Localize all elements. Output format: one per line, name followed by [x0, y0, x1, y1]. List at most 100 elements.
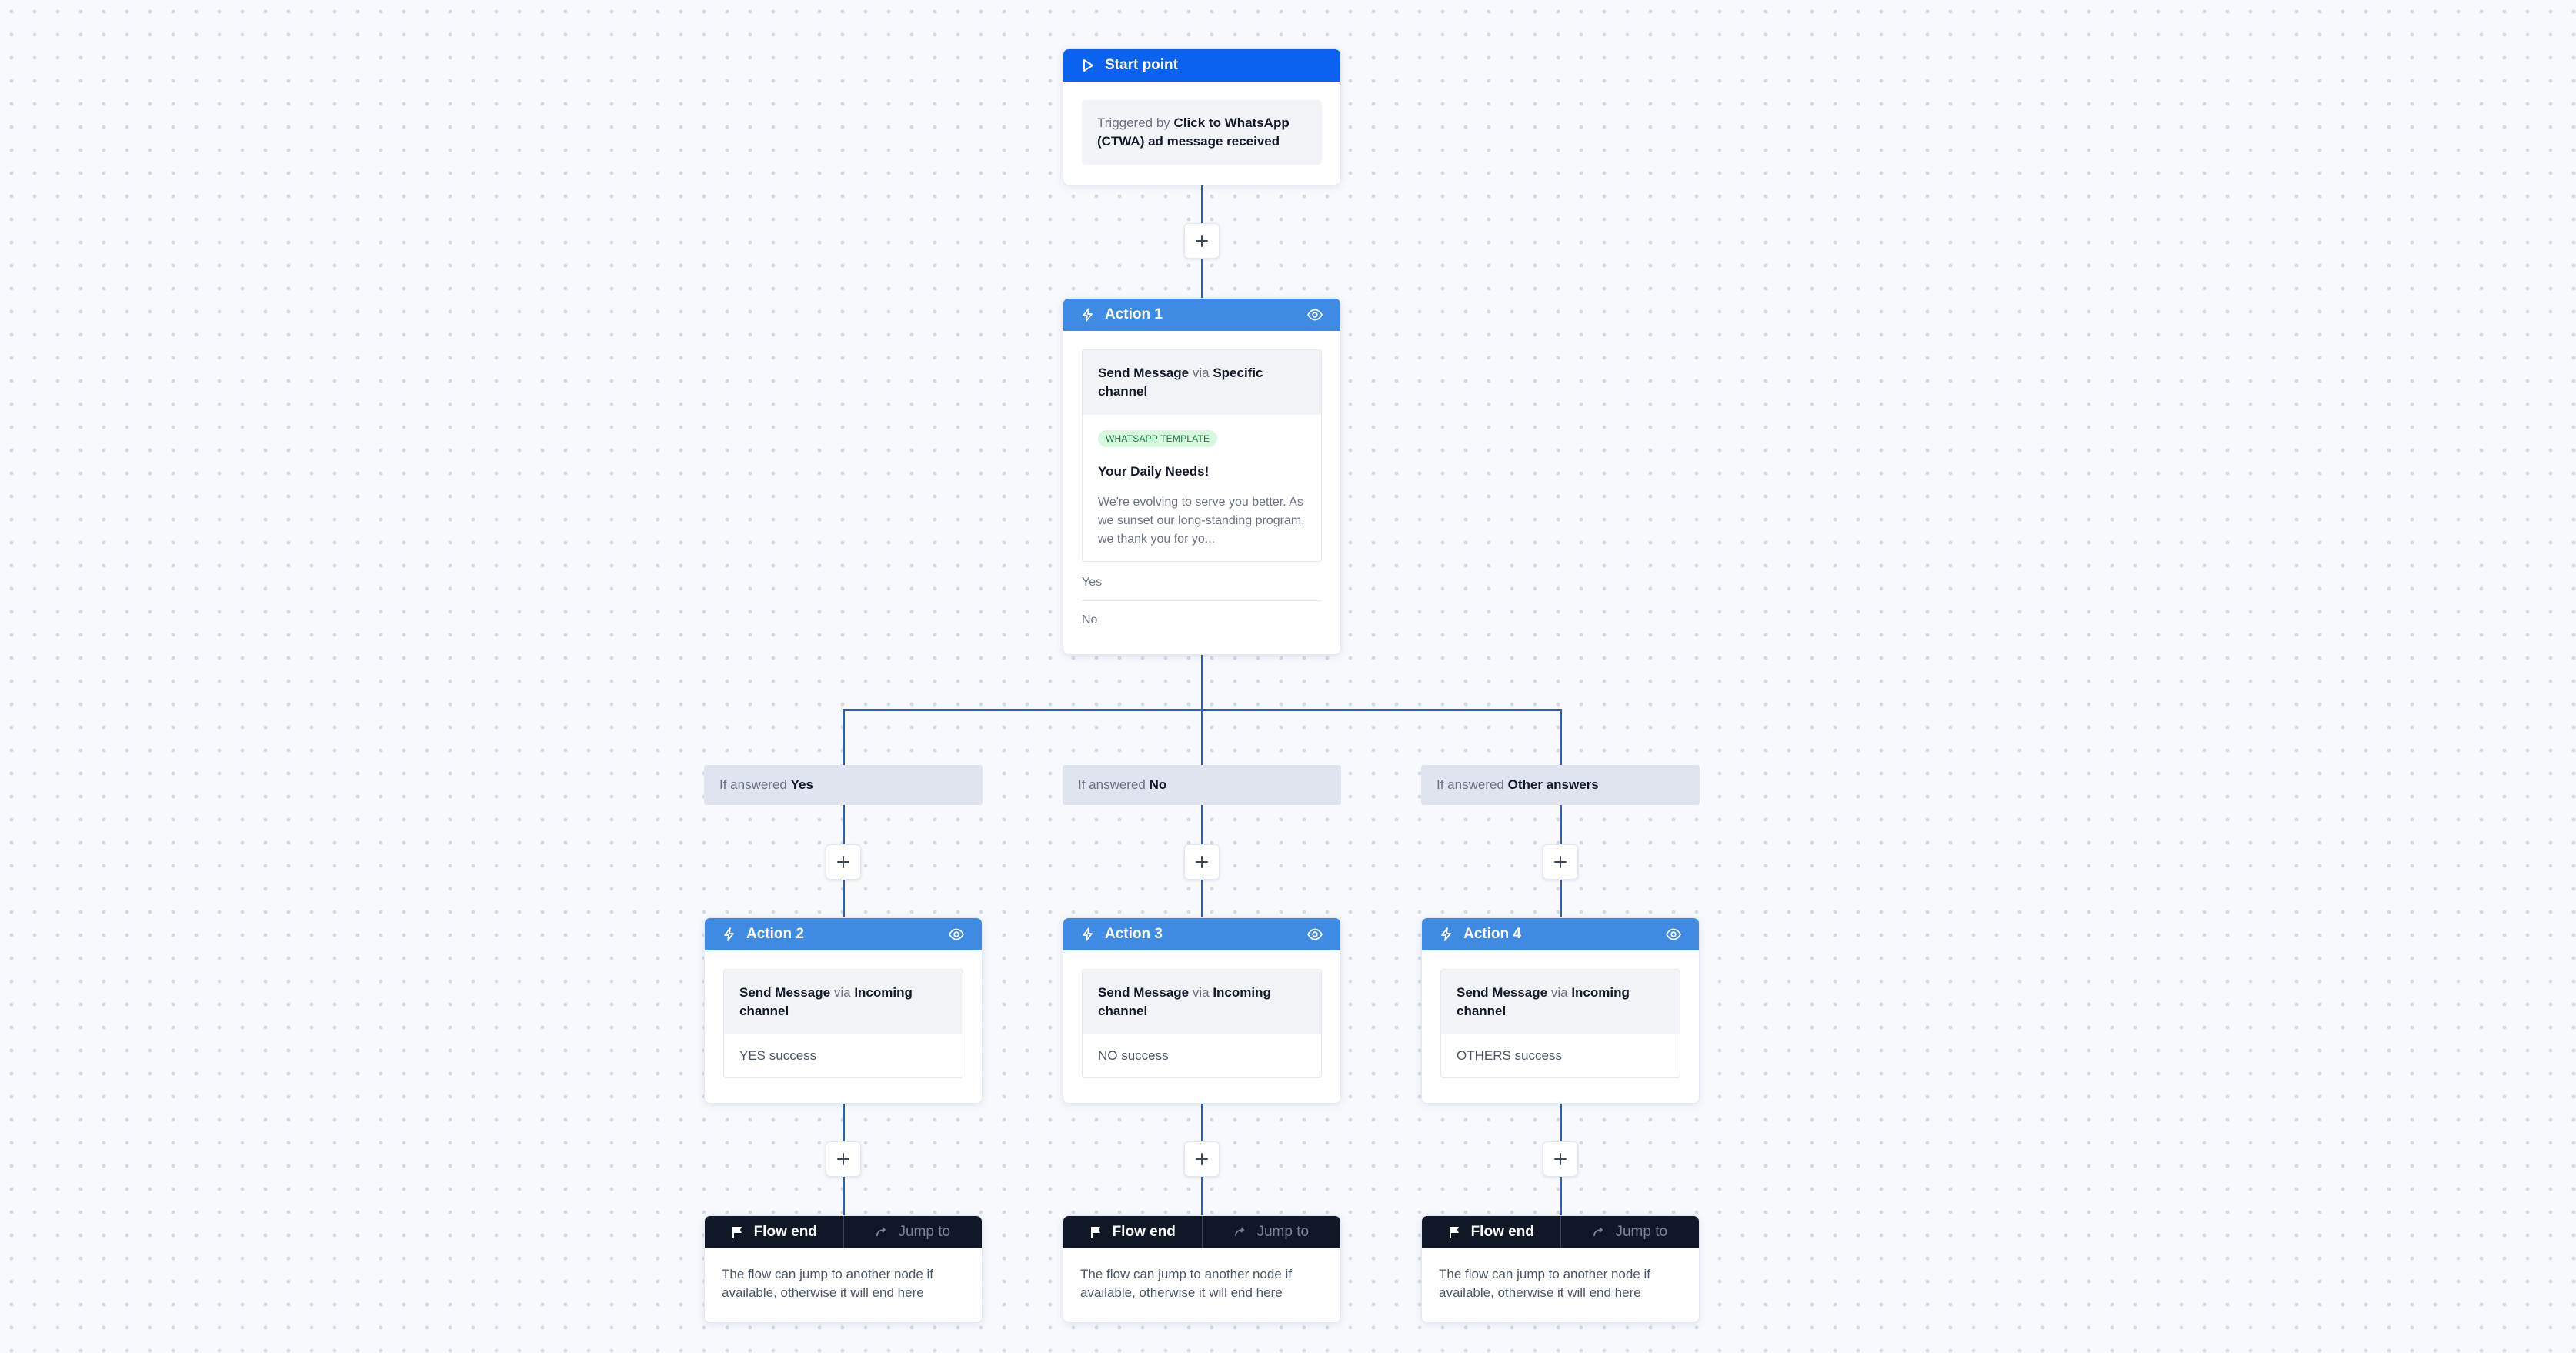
connector-branch-2	[1201, 709, 1203, 918]
jump-to-tab[interactable]: Jump to	[843, 1216, 983, 1248]
plus-icon	[1196, 235, 1208, 247]
flow-end-tab[interactable]: Flow end	[705, 1216, 843, 1248]
flow-end-description: The flow can jump to another node if ava…	[1080, 1267, 1292, 1300]
send-channel-label: Incoming channel	[1457, 985, 1630, 1018]
flow-end-header: Flow end Jump to	[705, 1216, 982, 1248]
jump-to-tab[interactable]: Jump to	[1201, 1216, 1341, 1248]
send-channel-label: Specific channel	[1098, 366, 1263, 399]
action-1-node[interactable]: Action 1 Send Message via Specific chann…	[1063, 298, 1341, 655]
start-point-title: Start point	[1105, 57, 1178, 73]
action-2-header: Action 2	[705, 918, 982, 950]
send-message-summary: Send Message via Incoming channel	[1083, 970, 1321, 1034]
action-2-title: Action 2	[746, 926, 804, 942]
template-body: We're evolving to serve you better. As w…	[1098, 496, 1305, 546]
flow-end-description: The flow can jump to another node if ava…	[1439, 1267, 1650, 1300]
message-text: NO success	[1098, 1048, 1169, 1063]
send-message-summary: Send Message via Incoming channel	[1441, 970, 1680, 1034]
condition-prefix: If answered	[1436, 777, 1504, 792]
whatsapp-template-badge: WHATSAPP TEMPLATE	[1098, 430, 1218, 447]
action-3-header: Action 3	[1063, 918, 1340, 950]
flow-end-tab[interactable]: Flow end	[1422, 1216, 1560, 1248]
action-1-header: Action 1	[1063, 299, 1340, 331]
condition-other[interactable]: If answered Other answers	[1421, 765, 1700, 805]
plus-icon	[837, 1153, 849, 1165]
start-point-node[interactable]: Start point Triggered by Click to WhatsA…	[1063, 48, 1341, 185]
condition-prefix: If answered	[719, 777, 787, 792]
jump-to-label: Jump to	[1256, 1224, 1310, 1240]
flow-end-label: Flow end	[1112, 1224, 1176, 1240]
condition-value: Other answers	[1507, 777, 1599, 792]
connector-action1-branch	[1201, 654, 1203, 711]
condition-prefix: If answered	[1078, 777, 1146, 792]
eye-icon[interactable]	[1306, 306, 1323, 323]
start-point-header: Start point	[1063, 49, 1340, 82]
connector-branch-1	[843, 709, 845, 918]
trigger-box: Triggered by Click to WhatsApp (CTWA) ad…	[1082, 100, 1322, 165]
lightning-icon	[722, 927, 737, 942]
flow-end-node[interactable]: Flow end Jump to The flow can jump to an…	[704, 1215, 983, 1323]
trigger-prefix: Triggered by	[1097, 115, 1170, 130]
add-step-button[interactable]	[1184, 844, 1220, 880]
send-channel-label: Incoming channel	[739, 985, 913, 1018]
jump-to-label: Jump to	[1615, 1224, 1668, 1240]
message-preview: Send Message via Specific channel WHATSA…	[1082, 349, 1322, 562]
jump-arrow-icon	[876, 1227, 886, 1237]
message-text: YES success	[739, 1048, 817, 1063]
add-step-button[interactable]	[1184, 1141, 1220, 1177]
jump-to-tab[interactable]: Jump to	[1560, 1216, 1700, 1248]
jump-arrow-icon	[1235, 1227, 1245, 1237]
flag-icon	[1090, 1227, 1100, 1238]
action-4-title: Action 4	[1463, 926, 1521, 942]
lightning-icon	[1439, 927, 1454, 942]
flow-end-node[interactable]: Flow end Jump to The flow can jump to an…	[1421, 1215, 1700, 1323]
option-no[interactable]: No	[1082, 613, 1098, 626]
send-via-label: via	[1192, 366, 1210, 380]
flow-end-tab[interactable]: Flow end	[1063, 1216, 1202, 1248]
flow-end-header: Flow end Jump to	[1063, 1216, 1340, 1248]
flag-icon	[1449, 1227, 1459, 1238]
option-yes[interactable]: Yes	[1082, 562, 1322, 601]
flow-end-label: Flow end	[753, 1224, 817, 1240]
send-message-label: Send Message	[1098, 366, 1190, 380]
send-via-label: via	[833, 985, 851, 1000]
plus-icon	[1554, 856, 1567, 868]
jump-to-label: Jump to	[898, 1224, 951, 1240]
add-step-button[interactable]	[1543, 844, 1578, 880]
condition-value: Yes	[790, 777, 813, 792]
add-step-button[interactable]	[826, 844, 861, 880]
send-via-label: via	[1192, 985, 1210, 1000]
flow-end-node[interactable]: Flow end Jump to The flow can jump to an…	[1063, 1215, 1341, 1323]
flag-icon	[732, 1227, 742, 1238]
send-message-summary: Send Message via Incoming channel	[724, 970, 963, 1034]
send-message-label: Send Message	[1457, 985, 1548, 1000]
condition-no[interactable]: If answered No	[1063, 765, 1341, 805]
condition-value: No	[1149, 777, 1167, 792]
eye-icon[interactable]	[1306, 926, 1323, 943]
plus-icon	[1196, 1153, 1208, 1165]
flow-end-header: Flow end Jump to	[1422, 1216, 1699, 1248]
flow-end-description: The flow can jump to another node if ava…	[722, 1267, 933, 1300]
action-3-node[interactable]: Action 3 Send Message via Incoming chann…	[1063, 917, 1341, 1104]
message-text: OTHERS success	[1457, 1048, 1562, 1063]
plus-icon	[837, 856, 849, 868]
lightning-icon	[1080, 307, 1096, 322]
flow-end-label: Flow end	[1470, 1224, 1534, 1240]
add-step-button[interactable]	[1184, 223, 1220, 259]
eye-icon[interactable]	[1665, 926, 1682, 943]
eye-icon[interactable]	[948, 926, 965, 943]
connector-branch-3	[1560, 709, 1562, 918]
condition-yes[interactable]: If answered Yes	[704, 765, 983, 805]
send-message-summary: Send Message via Specific channel	[1083, 350, 1321, 415]
action-2-node[interactable]: Action 2 Send Message via Incoming chann…	[704, 917, 983, 1104]
action-4-node[interactable]: Action 4 Send Message via Incoming chann…	[1421, 917, 1700, 1104]
send-channel-label: Incoming channel	[1098, 985, 1271, 1018]
action-3-title: Action 3	[1105, 926, 1163, 942]
add-step-button[interactable]	[1543, 1141, 1578, 1177]
send-message-label: Send Message	[739, 985, 831, 1000]
template-title: Your Daily Needs!	[1098, 464, 1210, 479]
action-4-header: Action 4	[1422, 918, 1699, 950]
add-step-button[interactable]	[826, 1141, 861, 1177]
lightning-icon	[1080, 927, 1096, 942]
action-1-title: Action 1	[1105, 306, 1163, 322]
send-via-label: via	[1550, 985, 1568, 1000]
